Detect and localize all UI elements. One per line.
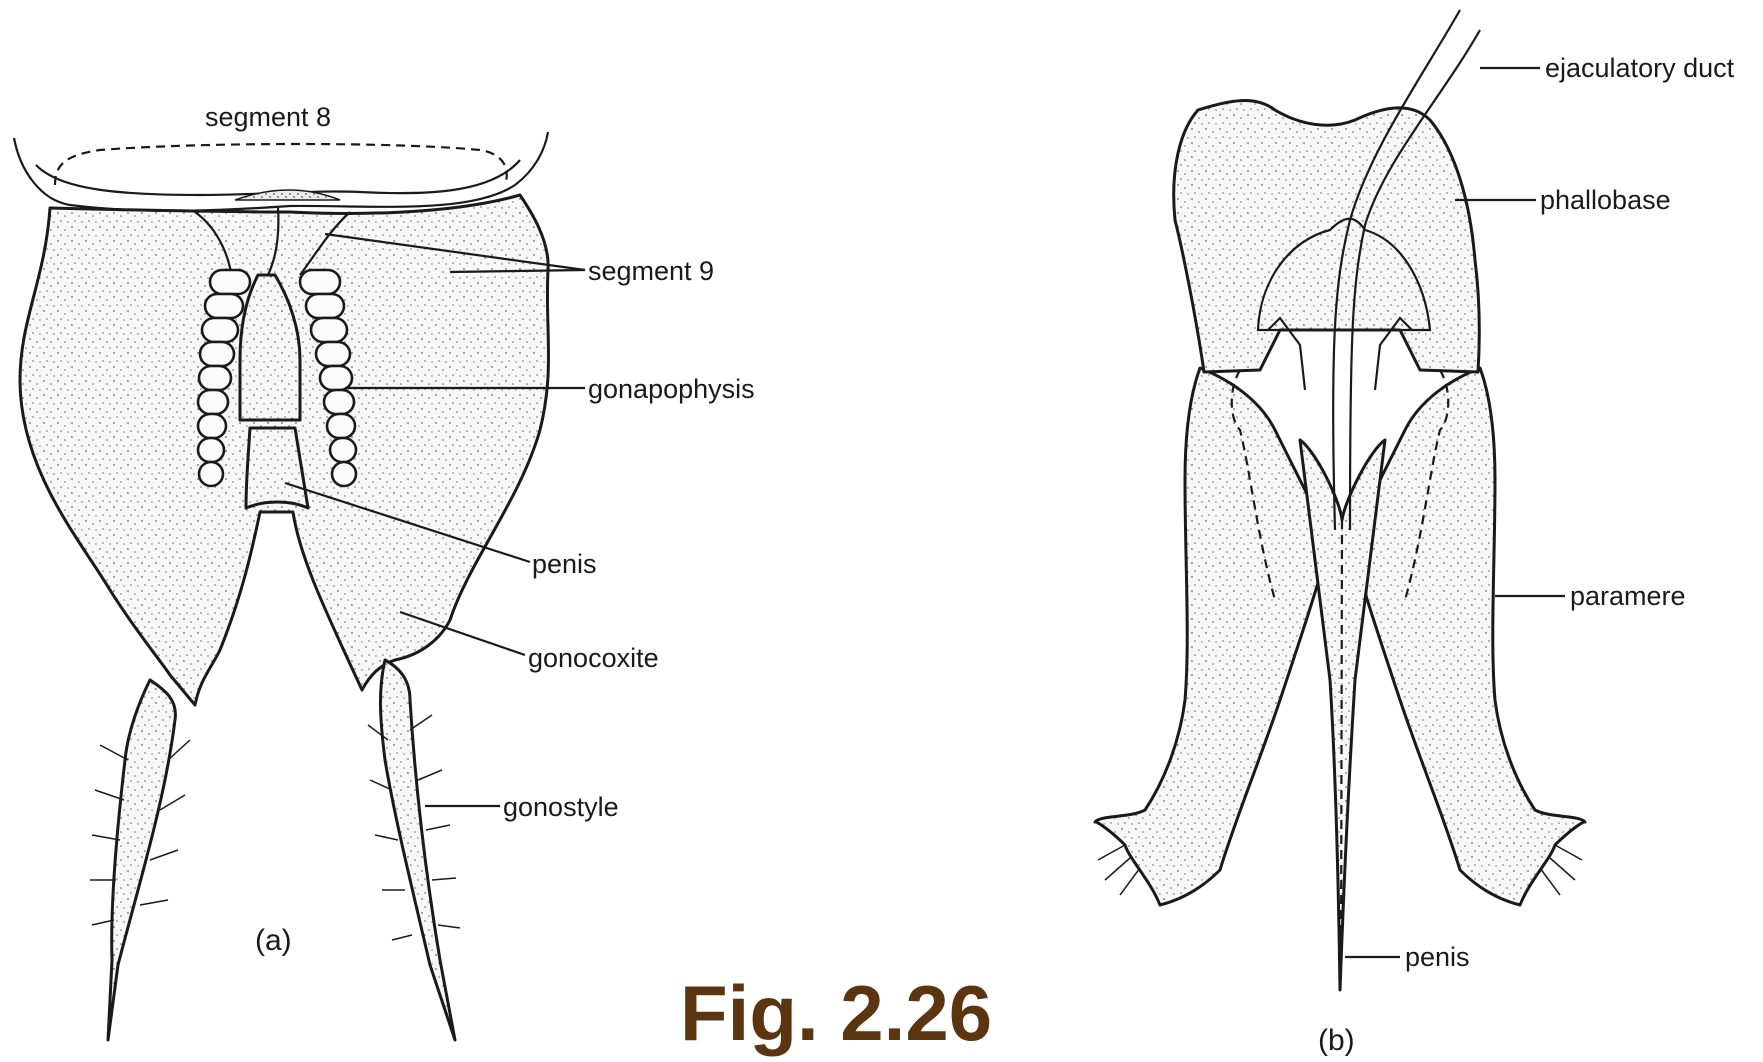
label-segment-8: segment 8 <box>205 102 331 132</box>
segment-8-dashed-outline <box>55 144 507 185</box>
panel-b-tag: (b) <box>1318 1024 1355 1057</box>
gonostyle-left <box>108 680 175 1040</box>
label-phallobase: phallobase <box>1540 185 1671 215</box>
panel-a-tag: (a) <box>255 924 292 957</box>
label-gonapophysis: gonapophysis <box>588 374 755 404</box>
label-ejaculatory-duct: ejaculatory duct <box>1545 53 1735 83</box>
label-segment-9: segment 9 <box>588 256 714 286</box>
label-penis-b: penis <box>1405 942 1470 972</box>
label-gonostyle: gonostyle <box>503 792 619 822</box>
paramere-left <box>1095 368 1330 905</box>
panel-a-drawing <box>14 132 549 1040</box>
label-paramere: paramere <box>1570 581 1686 611</box>
label-penis-a: penis <box>532 549 597 579</box>
panel-b-drawing <box>1095 10 1585 990</box>
figure-caption: Fig. 2.26 <box>680 969 992 1057</box>
label-gonocoxite: gonocoxite <box>528 643 659 673</box>
phallobase <box>1174 101 1480 372</box>
gonostyle-right <box>380 660 455 1040</box>
